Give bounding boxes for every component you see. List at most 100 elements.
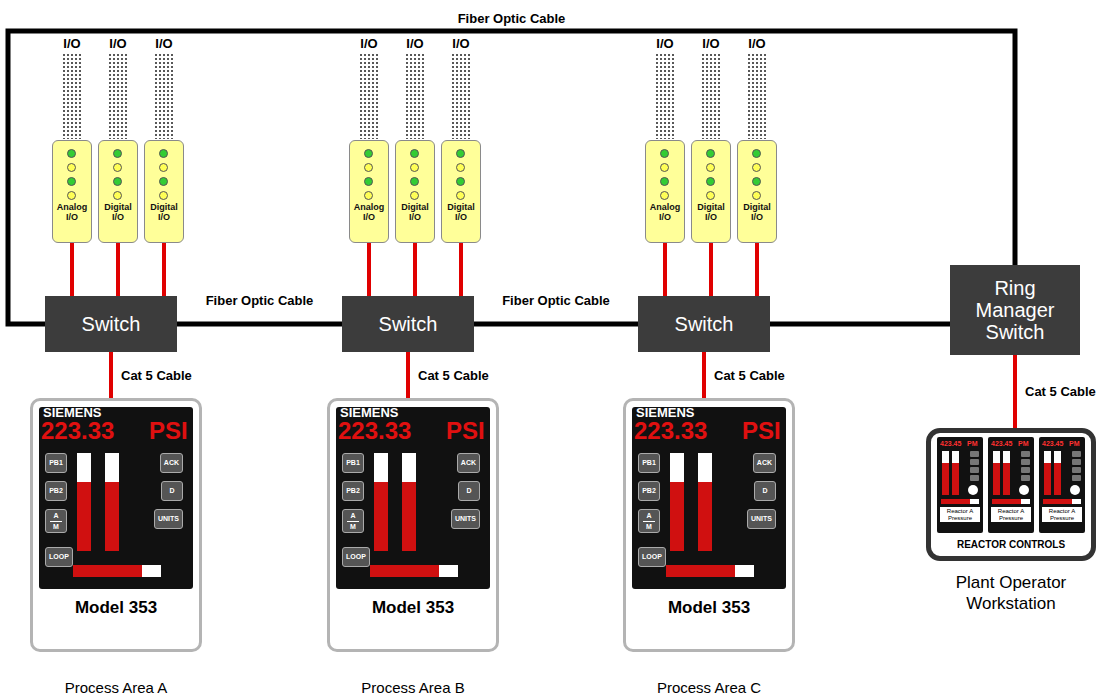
io-wire [121,54,123,139]
io-module: Analog I/O [349,140,389,243]
copper-cable [162,243,166,296]
io-wire [113,54,115,139]
button-label: PB1 [642,459,656,467]
copper-cable [406,352,410,398]
io-wire [117,54,119,139]
brand-name: SIEMENS [340,406,399,419]
mini-button [1021,459,1030,465]
status-led [410,163,419,172]
switch-name: Ring Manager Switch [965,277,1065,343]
module-name: Analog I/O [647,203,683,223]
model-name: Model 353 [33,599,199,616]
cable-label: Cat 5 Cable [1023,384,1098,399]
io-wire [67,54,69,139]
bar-fill [952,463,959,495]
button-label: A [350,512,355,520]
status-led [410,191,419,200]
status-led [159,163,168,172]
bar-graph [77,453,91,551]
io-wire [63,54,65,139]
cable-label: Cat 5 Cable [119,368,194,383]
mini-tag: Reactor A Pressure [1042,507,1082,522]
status-led [752,149,761,158]
output-fill [370,565,439,577]
status-led [660,163,669,172]
mini-button [1021,451,1030,457]
controller-faceplate: SIEMENS223.33PSIModel 353PB1PB2AMLOOPACK… [623,398,795,652]
mini-button [1072,475,1081,481]
copper-cable [116,243,120,296]
button-divider [347,521,359,522]
bar-graph [952,451,959,495]
button-label: A [53,512,58,520]
copper-cable [459,243,463,296]
cable-label: Cat 5 Cable [712,368,787,383]
output-fill [941,499,970,504]
status-led [706,163,715,172]
io-label: I/O [134,36,194,51]
bar-graph [698,453,712,551]
mini-value: 423.45 [1042,440,1063,448]
status-led [364,177,373,186]
faceplate-button: D [458,481,480,501]
io-wire [163,54,165,139]
io-wire [125,54,127,139]
io-wire [368,54,370,139]
copper-cable [367,243,371,296]
status-led [113,177,122,186]
output-fill [73,565,142,577]
io-label: I/O [431,36,491,51]
bar-graph [374,453,388,551]
bar-fill [402,482,416,551]
controller-faceplate: SIEMENS223.33PSIModel 353PB1PB2AMLOOPACK… [30,398,202,652]
ring-manager-switch: Ring Manager Switch [950,265,1080,355]
button-label: UNITS [455,515,476,523]
io-wire [109,54,111,139]
bar-fill [1044,463,1051,495]
io-wire [460,54,462,139]
output-bar [73,565,161,577]
io-module: Digital I/O [98,140,138,243]
button-label: PB1 [346,459,360,467]
io-wire [664,54,666,139]
bar-fill [993,463,1000,495]
button-label: ACK [461,459,476,467]
button-label: M [646,523,652,531]
unit-label: PSI [446,419,485,443]
button-label: M [350,523,356,531]
mini-button [970,475,979,481]
bar-graph [402,453,416,551]
io-wire [372,54,374,139]
module-name: Digital I/O [739,203,775,223]
io-label: I/O [385,36,445,51]
copper-cable [1013,355,1017,428]
io-label: I/O [681,36,741,51]
faceplate-button: UNITS [451,509,480,529]
network-switch: Switch [45,296,177,352]
bar-graph [1054,451,1061,495]
cable-label: Fiber Optic Cable [500,293,612,308]
status-led [706,177,715,186]
button-label: D [762,487,767,495]
io-module: Digital I/O [737,140,777,243]
io-wire [718,54,720,139]
faceplate-button: PB2 [45,481,67,501]
output-bar [1043,499,1081,504]
status-led [364,163,373,172]
module-name: Analog I/O [351,203,387,223]
io-wire [422,54,424,139]
status-led [364,191,373,200]
status-led [113,149,122,158]
bar-fill [670,482,684,551]
faceplate-button: PB1 [342,453,364,473]
io-wire [167,54,169,139]
output-bar [992,499,1030,504]
io-wire [376,54,378,139]
io-wire [656,54,658,139]
status-led [456,191,465,200]
io-module: Digital I/O [441,140,481,243]
mini-value: 423.45 [940,440,961,448]
mini-tag: Reactor A Pressure [991,507,1031,522]
status-led [706,191,715,200]
faceplate-button: ACK [160,453,183,473]
